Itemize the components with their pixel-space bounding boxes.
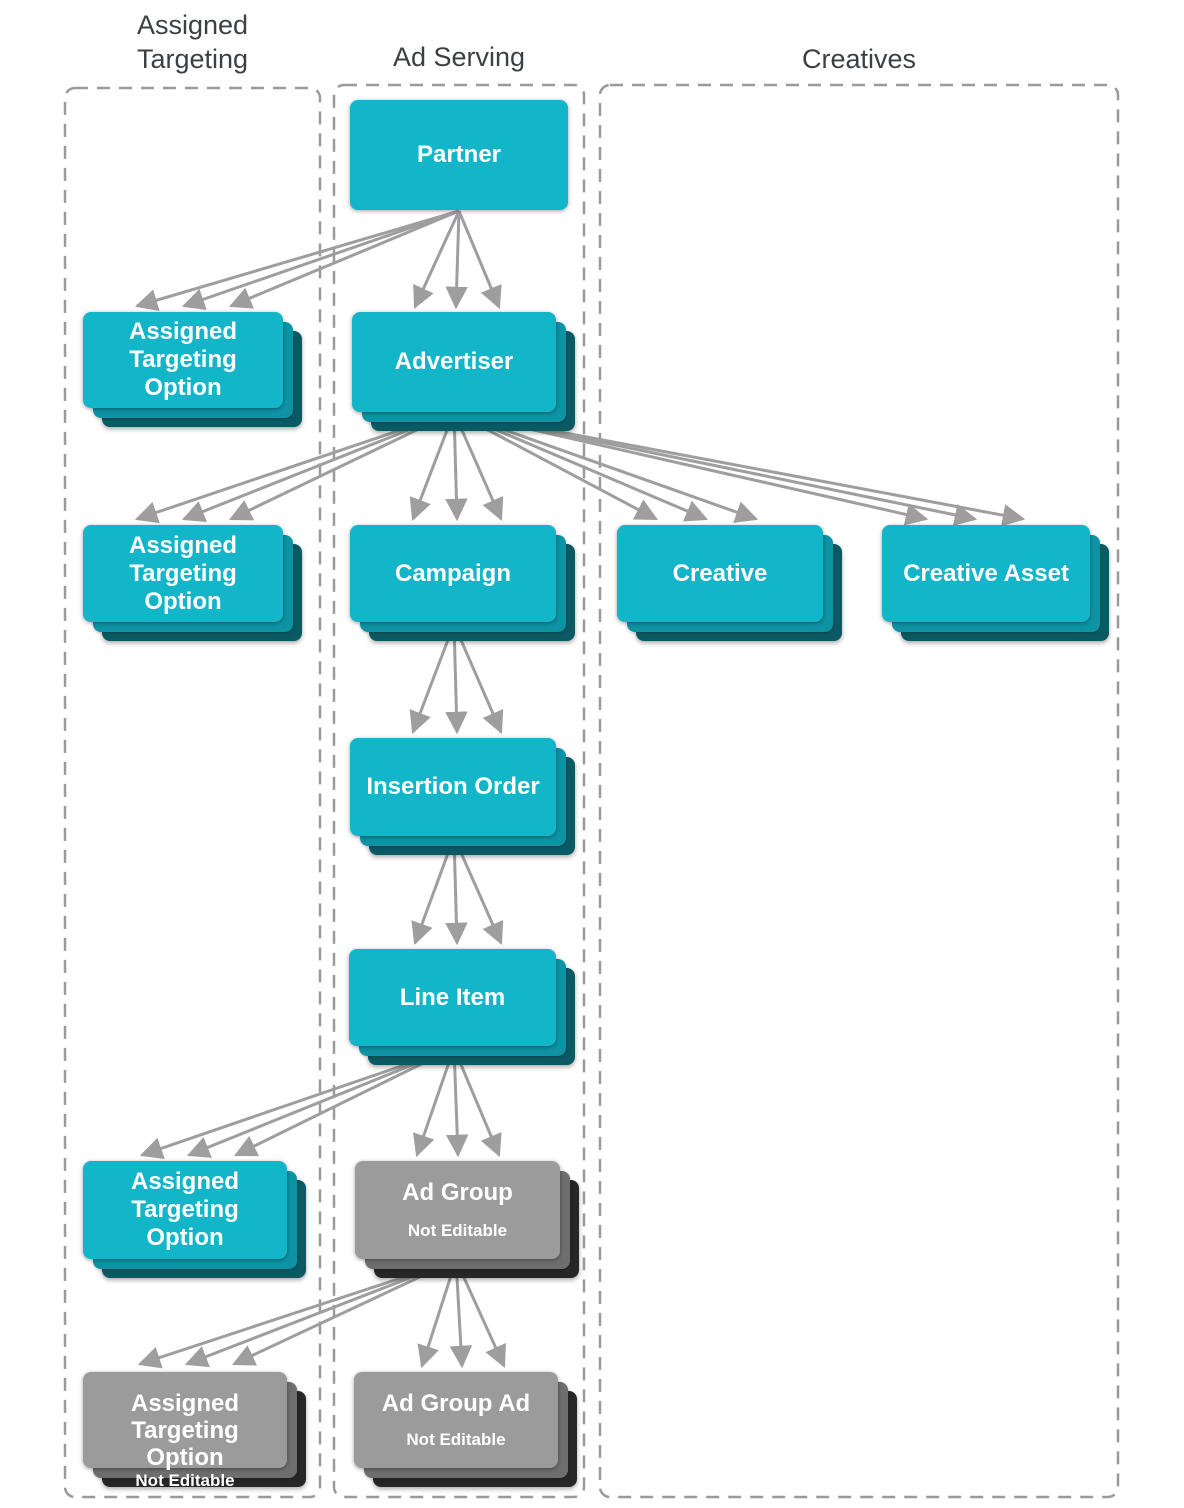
column-title-line: Targeting (136, 44, 249, 74)
node-creative-box: Creative (617, 525, 823, 622)
node-label: Ad Group Ad (382, 1390, 530, 1417)
node-line-item-box: Line Item (349, 949, 556, 1046)
node-label-line: Assigned (128, 531, 238, 559)
edge-line-item-to-assigned-targeting-option-3-arrow-2 (186, 1046, 455, 1158)
node-label-line: Ad Group (402, 1179, 513, 1206)
edge-partner-to-assigned-targeting-option-1-arrow-3 (228, 209, 460, 309)
node-label-line: Option (144, 587, 222, 615)
node-sublabel: Not Editable (406, 1430, 506, 1449)
edge-line-item-to-ad-group-arrow-3 (452, 1047, 502, 1158)
edge-partner-to-advertiser-arrow-1 (413, 210, 461, 310)
node-ad-group-ad: Ad Group Ad Not Editable (354, 1372, 577, 1487)
node-label: Creative Asset (903, 560, 1069, 588)
node-label: Partner (417, 141, 501, 169)
column-title-ad-serving: Ad Serving (334, 40, 584, 74)
node-label-line: Campaign (394, 559, 511, 587)
column-title-line: Creatives (801, 44, 917, 74)
column-title-creatives: Creatives (600, 42, 1118, 76)
node-sublabel: Not Editable (135, 1471, 235, 1490)
column-creatives-border (598, 83, 1120, 1499)
node-label-line: Targeting (131, 1196, 239, 1223)
node-partner: Partner (350, 100, 568, 210)
edge-line-item-to-ad-group-arrow-1 (412, 1047, 456, 1158)
node-ad-group-ad-box: Ad Group Ad Not Editable (354, 1372, 558, 1468)
node-label: Line Item (400, 984, 505, 1012)
node-label: Creative (673, 560, 768, 588)
edge-campaign-to-insertion-order-arrow-2 (445, 623, 468, 735)
node-campaign-box: Campaign (350, 525, 556, 622)
edge-campaign-to-insertion-order-arrow-1 (409, 623, 456, 735)
node-label: Ad Group (402, 1179, 513, 1206)
edge-partner-to-advertiser-arrow-2 (445, 210, 468, 310)
node-label-line: Line Item (399, 983, 506, 1011)
node-label-line: Option (144, 374, 222, 401)
node-label-line: Insertion Order (366, 773, 540, 800)
column-assigned-targeting-border (63, 86, 322, 1499)
node-label-line: Targeting (129, 559, 237, 587)
node-label: Advertiser (395, 348, 514, 376)
node-label-line: Assigned (130, 1168, 240, 1195)
column-ad-serving-border (332, 83, 586, 1499)
edge-campaign-to-insertion-order-arrow-3 (452, 623, 504, 735)
node-label-line: Assigned (130, 1390, 240, 1417)
node-line-item: Line Item (349, 949, 575, 1065)
edge-partner-to-assigned-targeting-option-1-arrow-1 (134, 209, 460, 312)
edge-line-item-to-ad-group-arrow-2 (446, 1047, 469, 1158)
node-label-line: Creative (672, 559, 768, 587)
node-insertion-order-box: Insertion Order (350, 738, 556, 836)
node-label-line: Ad Group Ad (381, 1390, 531, 1417)
node-label-line: Option (146, 1224, 224, 1251)
node-label: Insertion Order (366, 773, 539, 801)
node-label: Campaign (395, 560, 511, 588)
node-label-line: Targeting (129, 346, 237, 373)
node-advertiser-box: Advertiser (352, 312, 556, 412)
node-label-line: Advertiser (394, 348, 514, 375)
node-insertion-order: Insertion Order (350, 738, 575, 855)
node-campaign: Campaign (350, 525, 575, 641)
node-label-line: Partner (416, 141, 502, 168)
node-creative-asset-box: Creative Asset (882, 525, 1090, 622)
node-sublabel: Not Editable (407, 1221, 508, 1240)
node-creative-asset: Creative Asset (882, 525, 1109, 641)
node-label-line: Targeting Option (131, 1417, 239, 1471)
node-creative: Creative (617, 525, 842, 641)
node-label-line: Assigned (128, 318, 238, 345)
edge-line-item-to-assigned-targeting-option-3-arrow-3 (233, 1046, 455, 1157)
edge-partner-to-assigned-targeting-option-1-arrow-2 (181, 209, 460, 311)
node-label-line: Creative Asset (903, 559, 1069, 587)
edge-partner-to-advertiser-arrow-3 (457, 210, 502, 310)
node-partner-box: Partner (350, 100, 568, 210)
column-title-line: Assigned (136, 10, 249, 40)
column-title-line: Ad Serving (392, 42, 526, 72)
node-advertiser: Advertiser (352, 312, 575, 431)
